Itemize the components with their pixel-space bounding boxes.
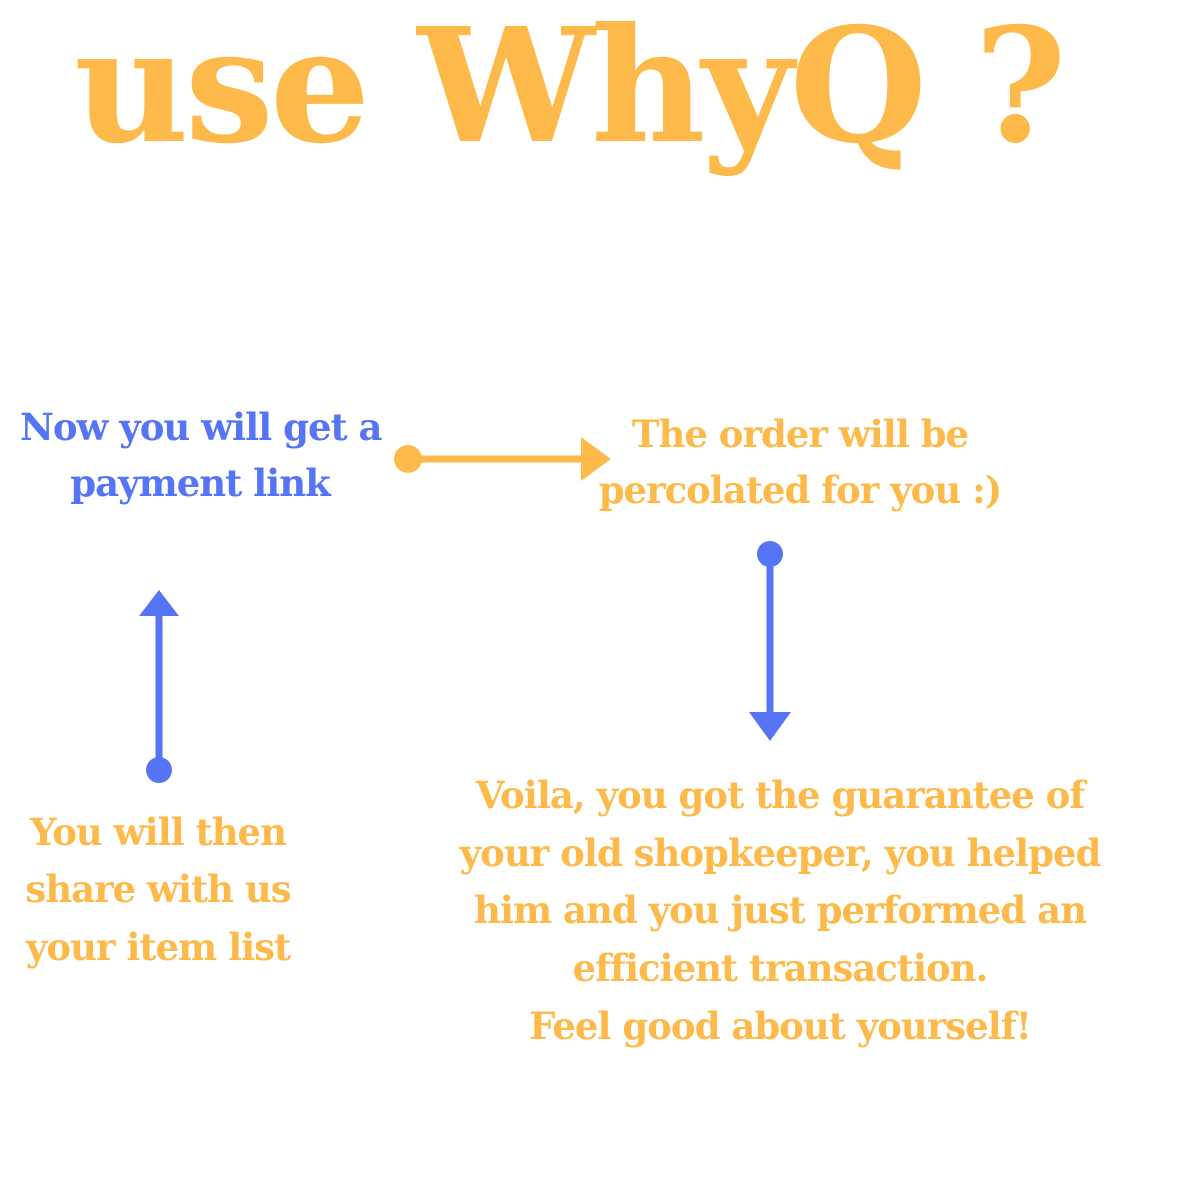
step-order-percolated-line: percolated for you :)	[598, 467, 1003, 512]
arrow-payment-to-order	[394, 437, 611, 481]
step-voila: Voila, you got the guarantee of your old…	[440, 767, 1120, 1056]
step-share-list-line: share with us	[25, 867, 291, 912]
step-share-list: You will then share with us your item li…	[0, 804, 316, 976]
step-payment-link-line: Now you will get a	[20, 405, 382, 449]
step-share-list-line: your item list	[25, 924, 291, 969]
step-voila-line: efficient transaction.	[572, 946, 989, 991]
arrow-head	[139, 590, 179, 616]
step-voila-line: Voila, you got the guarantee of	[475, 773, 1086, 817]
step-payment-link-line: payment link	[70, 460, 331, 505]
arrow-share-to-payment	[139, 590, 179, 783]
arrow-head	[749, 712, 791, 741]
step-voila-line: him and you just performed an	[474, 888, 1087, 933]
step-share-list-line: You will then	[30, 810, 287, 854]
page-title: use WhyQ ?	[74, 0, 1067, 179]
step-voila-line: Feel good about yourself!	[529, 1003, 1032, 1048]
step-order-percolated: The order will be percolated for you :)	[580, 407, 1020, 518]
step-order-percolated-line: The order will be	[631, 412, 969, 456]
arrow-start-dot	[394, 445, 422, 473]
arrow-order-to-voila	[749, 541, 791, 741]
step-payment-link: Now you will get a payment link	[20, 400, 382, 511]
step-voila-line: your old shopkeeper, you helped	[459, 830, 1102, 875]
arrow-start-dot	[757, 541, 783, 567]
arrow-start-dot	[146, 757, 172, 783]
